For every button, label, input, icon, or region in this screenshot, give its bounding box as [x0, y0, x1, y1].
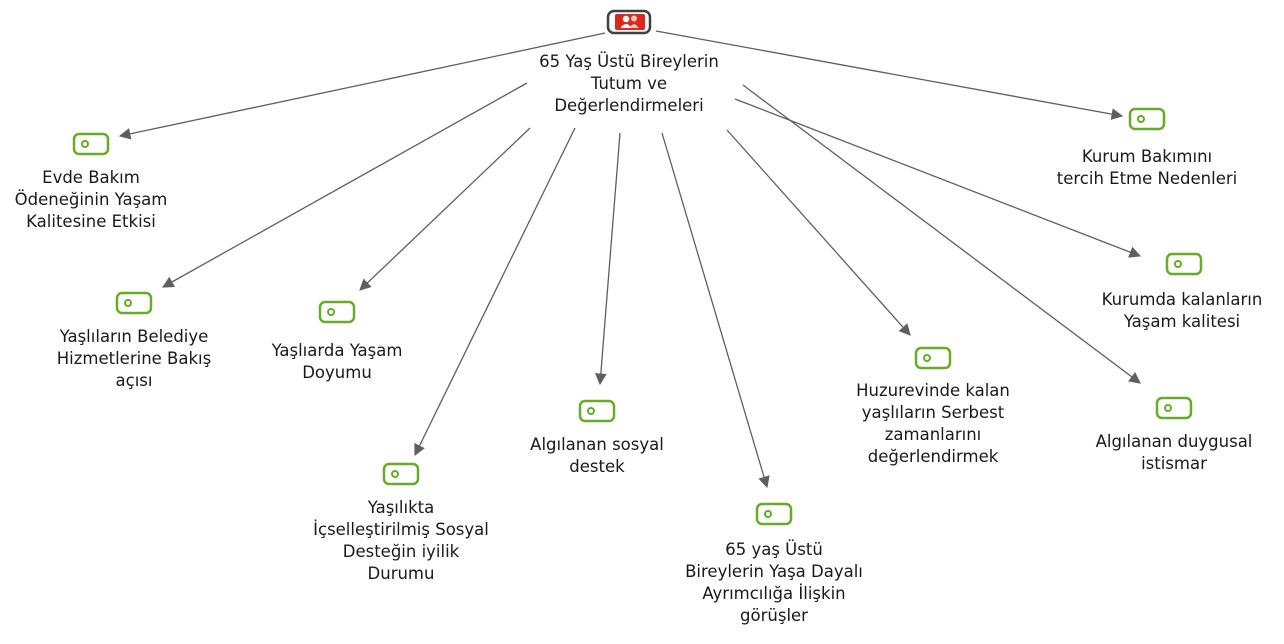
node-label-line: görüşler — [740, 606, 808, 625]
node-label-line: 65 yaş Üstü — [725, 540, 823, 559]
node-label-belediye: Yaşlıların Belediye Hizmetlerine Bakış a… — [39, 326, 229, 392]
code-tag-icon[interactable] — [318, 300, 356, 324]
node-label-line: zamanlarını — [884, 425, 982, 444]
connector-arrow — [118, 32, 606, 140]
connector-arrow — [726, 129, 911, 336]
node-label-line: değerlendirmek — [867, 447, 999, 466]
node-label-line: Doyumu — [302, 363, 372, 382]
node-label-icsellestirilmis: Yaşılıkta İçselleştirilmiş Sosyal Desteğ… — [296, 497, 506, 585]
node-label-line: istismar — [1141, 454, 1207, 473]
node-label-yasam-doyumu: Yaşlıarda Yaşam Doyumu — [252, 340, 422, 384]
node-label-line: Yaşam kalitesi — [1123, 312, 1241, 331]
connector-arrow — [742, 84, 1141, 384]
code-tag-icon[interactable] — [1155, 396, 1193, 420]
node-label-duygusal-istismar: Algılanan duygusal istismar — [1074, 431, 1274, 475]
node-label-line: Algılanan sosyal — [530, 435, 664, 454]
node-label-line: Yaşlıarda Yaşam — [271, 341, 403, 360]
code-tag-icon[interactable] — [1128, 107, 1166, 131]
code-tag-icon[interactable] — [755, 502, 793, 526]
root-label-line-3: Değerlendirmeleri — [554, 96, 704, 115]
node-label-evde-bakim: Evde Bakım Ödeneğinin Yaşam Kalitesine E… — [6, 167, 176, 233]
connector-arrow — [414, 127, 576, 457]
code-tag-icon[interactable] — [72, 132, 110, 156]
connector-arrow — [655, 30, 1124, 120]
code-tag-icon[interactable] — [382, 462, 420, 486]
root-label-line-1: 65 Yaş Üstü Bireylerin — [539, 52, 719, 71]
connector-arrow — [595, 132, 621, 386]
node-label-line: Yaşılıkta — [367, 498, 435, 517]
node-label-line: Desteğin iyilik — [342, 542, 460, 561]
node-label-line: Yaşlıların Belediye — [59, 327, 209, 346]
node-label-line: tercih Etme Nedenleri — [1056, 169, 1238, 188]
node-label-line: İçselleştirilmiş Sosyal — [313, 520, 489, 539]
node-label-sosyal-destek: Algılanan sosyal destek — [507, 434, 687, 478]
connector-arrow — [734, 98, 1142, 258]
root-label-line-2: Tutum ve — [590, 74, 668, 93]
node-label-line: Kalitesine Etkisi — [26, 212, 156, 231]
node-label-line: Hizmetlerine Bakış — [56, 349, 212, 368]
node-label-line: Ayrımcılığa İlişkin — [702, 584, 846, 603]
node-label-line: destek — [569, 457, 625, 476]
node-label-line: açısı — [115, 371, 153, 390]
connector-arrow — [161, 82, 528, 288]
node-label-line: Bireylerin Yaşa Dayalı — [685, 562, 863, 581]
node-label-line: Huzurevinde kalan — [856, 381, 1010, 400]
node-label-kurum-bakimi: Kurum Bakımını tercih Etme Nedenleri — [1047, 146, 1247, 190]
node-label-line: yaşlıların Serbest — [861, 403, 1005, 422]
code-tag-icon[interactable] — [115, 291, 153, 315]
case-person-icon[interactable] — [606, 9, 652, 35]
connector-arrow — [359, 127, 531, 291]
node-label-line: Durumu — [367, 564, 435, 583]
node-label-kurumda-kalanlar: Kurumda kalanların Yaşam kalitesi — [1084, 289, 1280, 333]
connector-arrow — [661, 132, 770, 489]
node-label-huzurevi: Huzurevinde kalan yaşlıların Serbest zam… — [838, 380, 1028, 468]
node-label-ayrimcilik: 65 yaş Üstü Bireylerin Yaşa Dayalı Ayrım… — [664, 539, 884, 627]
edges — [118, 30, 1142, 489]
node-label-line: Kurum Bakımını — [1081, 147, 1213, 166]
code-tag-icon[interactable] — [578, 399, 616, 423]
root-label: 65 Yaş Üstü Bireylerin Tutum ve Değerlen… — [529, 51, 729, 117]
node-label-line: Ödeneğinin Yaşam — [14, 190, 168, 209]
node-label-line: Algılanan duygusal — [1095, 432, 1253, 451]
code-tag-icon[interactable] — [914, 346, 952, 370]
node-label-line: Evde Bakım — [42, 168, 140, 187]
node-label-line: Kurumda kalanların — [1101, 290, 1263, 309]
code-tag-icon[interactable] — [1165, 252, 1203, 276]
